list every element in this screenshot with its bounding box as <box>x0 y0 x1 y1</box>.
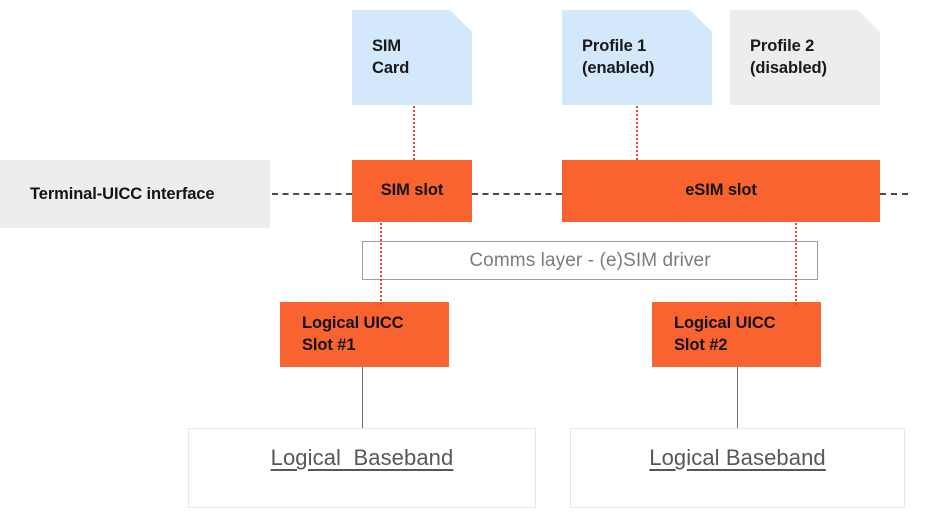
esim-slot-label: eSIM slot <box>685 181 757 200</box>
logical-baseband-2-box[interactable]: Logical Baseband <box>570 428 905 508</box>
connector-logical-uicc-2-to-baseband-2 <box>737 367 738 428</box>
logical-baseband-1-box[interactable]: Logical Baseband <box>188 428 536 508</box>
profile-2-label: Profile 2 (disabled) <box>750 37 827 77</box>
logical-baseband-1-label: Logical Baseband <box>270 445 454 470</box>
sim-slot-node[interactable]: SIM slot <box>352 160 472 222</box>
connector-esim-slot-trailing <box>880 193 908 195</box>
profile-1-node[interactable]: Profile 1 (enabled) <box>562 10 712 105</box>
terminal-uicc-interface-label: Terminal-UICC interface <box>30 184 215 203</box>
logical-uicc-slot-1-label: Logical UICC Slot #1 <box>302 314 404 354</box>
logical-uicc-slot-2-label: Logical UICC Slot #2 <box>674 314 776 354</box>
connector-interface-to-sim-slot <box>272 193 352 195</box>
connector-sim-card-to-sim-slot <box>413 106 415 160</box>
sim-card-label: SIM Card <box>372 37 410 77</box>
logical-uicc-slot-2-node[interactable]: Logical UICC Slot #2 <box>652 302 821 367</box>
profile-2-node[interactable]: Profile 2 (disabled) <box>730 10 880 105</box>
sim-card-node[interactable]: SIM Card <box>352 10 472 105</box>
logical-baseband-2-label: Logical Baseband <box>649 445 826 470</box>
comms-layer-box: Comms layer - (e)SIM driver <box>362 241 818 280</box>
connector-esim-slot-to-logical-uicc-2 <box>795 223 797 305</box>
comms-layer-label: Comms layer - (e)SIM driver <box>469 249 711 271</box>
sim-slot-label: SIM slot <box>380 181 444 200</box>
connector-sim-slot-to-esim-slot <box>472 193 562 195</box>
connector-logical-uicc-1-to-baseband-1 <box>362 367 363 428</box>
terminal-uicc-interface-box: Terminal-UICC interface <box>0 160 270 228</box>
connector-sim-slot-to-logical-uicc-1 <box>380 223 382 305</box>
esim-slot-node[interactable]: eSIM slot <box>562 160 880 222</box>
connector-profile-1-to-esim-slot <box>636 106 638 160</box>
logical-uicc-slot-1-node[interactable]: Logical UICC Slot #1 <box>280 302 449 367</box>
profile-1-label: Profile 1 (enabled) <box>582 37 655 77</box>
